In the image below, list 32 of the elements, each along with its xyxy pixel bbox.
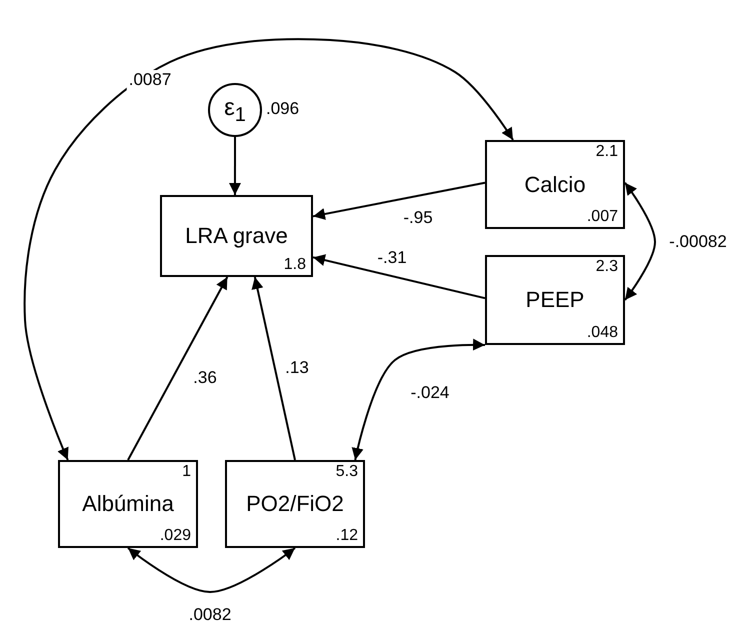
variance-value: 1.8 — [284, 256, 306, 274]
arrow — [127, 547, 296, 593]
variable-box — [58, 460, 198, 548]
variance-value: .12 — [336, 527, 358, 545]
variable-name: PO2/FiO2 — [245, 491, 345, 517]
arrow — [352, 338, 486, 460]
variable-box — [485, 255, 625, 345]
arrow — [24, 38, 514, 460]
variable-name: PEEP — [524, 287, 586, 313]
arrow — [312, 182, 486, 220]
intercept-value: 2.1 — [596, 143, 618, 161]
variable-name: LRA grave — [184, 223, 289, 249]
arrow — [312, 254, 486, 300]
variance-value: .029 — [160, 527, 191, 545]
arrow — [252, 276, 296, 460]
variance-value: .096 — [266, 99, 300, 119]
intercept-value: 5.3 — [336, 463, 358, 481]
variable-box — [485, 140, 625, 229]
variable-box — [225, 460, 365, 548]
error-term-circle — [208, 83, 262, 137]
arrow — [624, 182, 656, 301]
edge-label: .0087 — [126, 70, 174, 90]
error-term-label: ε$_{1}$ — [224, 94, 246, 126]
variance-value: .007 — [586, 208, 618, 226]
variable-box — [160, 195, 313, 277]
variance-value: .048 — [586, 324, 618, 342]
variable-name: Albúmina — [81, 491, 175, 517]
arrow — [228, 137, 241, 195]
intercept-value: 2.3 — [596, 258, 618, 276]
intercept-value: 1 — [182, 463, 191, 481]
variable-name: Calcio — [523, 172, 587, 198]
arrow — [127, 276, 228, 460]
